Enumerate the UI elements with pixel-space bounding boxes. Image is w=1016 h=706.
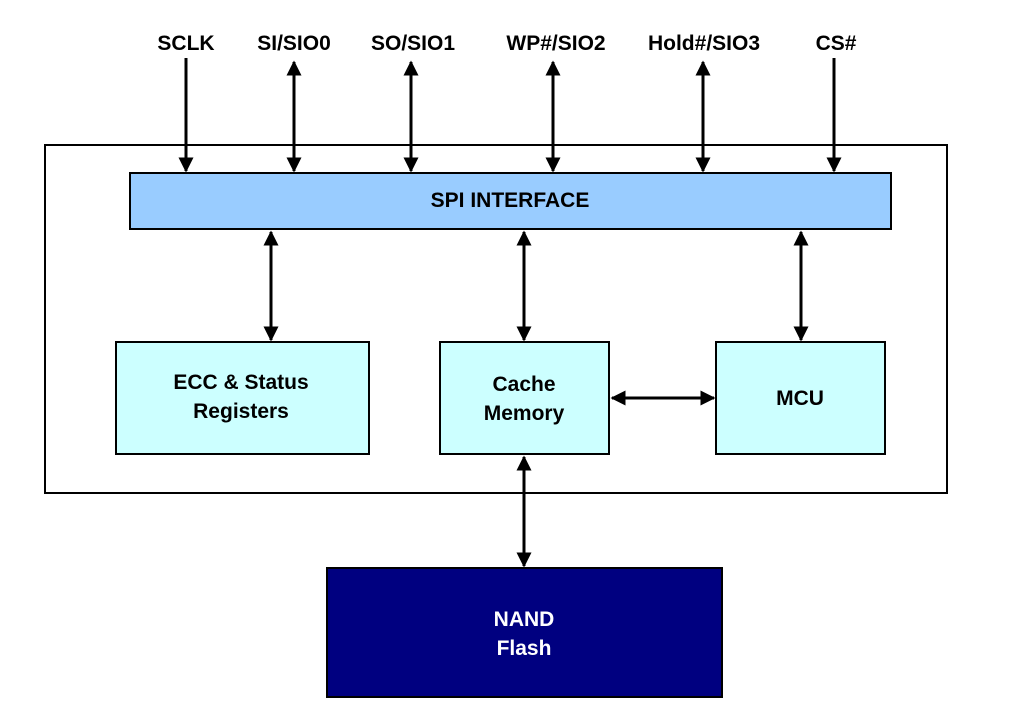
ecc-label-line2: Registers: [193, 400, 289, 423]
pin-label-hold-sio3: Hold#/SIO3: [648, 32, 760, 55]
ecc-status-registers-block: ECC & Status Registers: [115, 341, 370, 455]
nand-flash-block: NAND Flash: [326, 567, 723, 698]
spi-interface-label: SPI INTERFACE: [431, 189, 590, 212]
mcu-block: MCU: [715, 341, 886, 455]
pin-label-cs: CS#: [816, 32, 857, 55]
mcu-label: MCU: [776, 387, 824, 410]
pin-label-wp-sio2: WP#/SIO2: [506, 32, 605, 55]
ecc-label-line1: ECC & Status: [173, 371, 308, 394]
cache-memory-block: Cache Memory: [439, 341, 610, 455]
nand-label-line2: Flash: [497, 637, 552, 660]
spi-interface-block: SPI INTERFACE: [129, 172, 892, 230]
cache-label-line2: Memory: [484, 402, 565, 425]
cache-label-line1: Cache: [492, 373, 555, 396]
pin-label-sclk: SCLK: [157, 32, 214, 55]
pin-label-so-sio1: SO/SIO1: [371, 32, 455, 55]
nand-label-line1: NAND: [494, 608, 555, 631]
pin-label-si-sio0: SI/SIO0: [257, 32, 331, 55]
